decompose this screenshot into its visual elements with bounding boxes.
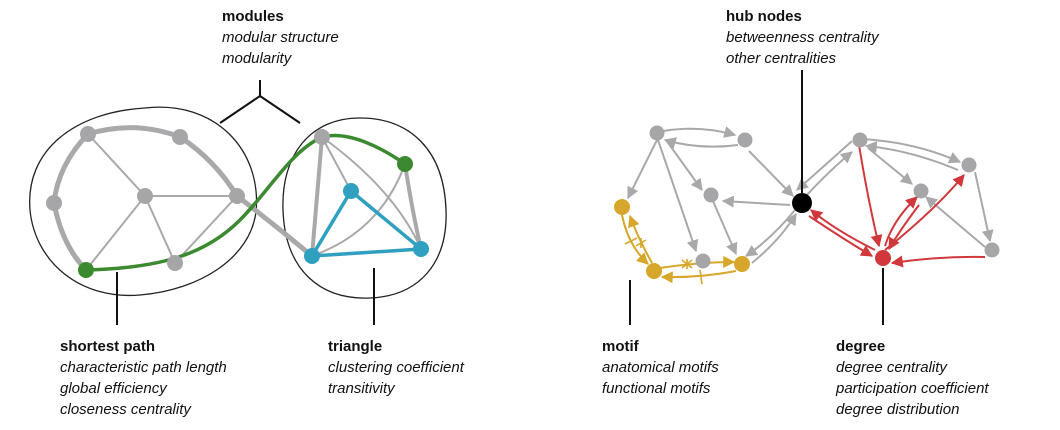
node [703, 187, 719, 203]
shortest-path-title: shortest path [60, 338, 156, 355]
shortest-path-label: shortest path characteristic path length… [60, 336, 227, 420]
hub-nodes-title: hub nodes [726, 8, 802, 25]
degree-label: degree degree centrality participation c… [836, 336, 989, 420]
triangle-line: clustering coefficient [328, 359, 464, 376]
triangle-line: transitivity [328, 380, 395, 397]
node [137, 188, 153, 204]
node-triangle [343, 183, 359, 199]
triangle-edges [310, 189, 423, 258]
motif-title: motif [602, 338, 639, 355]
node-green-endpoint [397, 156, 413, 172]
shortest-path-line: closeness centrality [60, 401, 191, 418]
node-triangle [413, 241, 429, 257]
degree-edges [808, 144, 986, 268]
node [46, 195, 62, 211]
modules-label: modules modular structure modularity [222, 6, 339, 69]
node [913, 183, 929, 199]
node-hub [792, 193, 812, 213]
node-motif [734, 256, 750, 272]
left-nodes [46, 126, 429, 278]
node [314, 129, 330, 145]
hub-nodes-line: betweenness centrality [726, 29, 879, 46]
modules-title: modules [222, 8, 284, 25]
hub-nodes-label: hub nodes betweenness centrality other c… [726, 6, 879, 69]
module-outline-right [282, 117, 447, 299]
left-gray-edges [51, 125, 423, 273]
node-triangle [304, 248, 320, 264]
motif-line: anatomical motifs [602, 359, 719, 376]
node-motif [614, 199, 630, 215]
modules-bracket [219, 80, 301, 124]
hub-nodes-line: other centralities [726, 50, 837, 67]
right-gray-edges [627, 126, 994, 264]
degree-line: degree centrality [836, 359, 947, 376]
motif-line: functional motifs [602, 380, 711, 397]
triangle-title: triangle [328, 338, 383, 355]
node [737, 132, 753, 148]
node [961, 157, 977, 173]
triangle-label: triangle clustering coefficient transiti… [328, 336, 464, 399]
shortest-path-line: global efficiency [60, 380, 167, 397]
motif-edges [621, 214, 737, 285]
modules-line: modular structure [222, 29, 339, 46]
node [167, 255, 183, 271]
motif-label: motif anatomical motifs functional motif… [602, 336, 719, 399]
node [984, 242, 1000, 258]
modules-line: modularity [222, 50, 292, 67]
module-outline-left [29, 106, 258, 297]
node-motif [646, 263, 662, 279]
node [172, 129, 188, 145]
degree-line: degree distribution [836, 401, 960, 418]
node [695, 253, 711, 269]
degree-title: degree [836, 338, 886, 355]
node [649, 125, 665, 141]
degree-line: participation coefficient [836, 380, 989, 397]
node [80, 126, 96, 142]
node [852, 132, 868, 148]
shortest-path-line: characteristic path length [60, 359, 227, 376]
node-green-endpoint [78, 262, 94, 278]
right-nodes [614, 125, 1000, 279]
node-degree [875, 250, 891, 266]
shortest-path-line [84, 133, 407, 272]
node [229, 188, 245, 204]
